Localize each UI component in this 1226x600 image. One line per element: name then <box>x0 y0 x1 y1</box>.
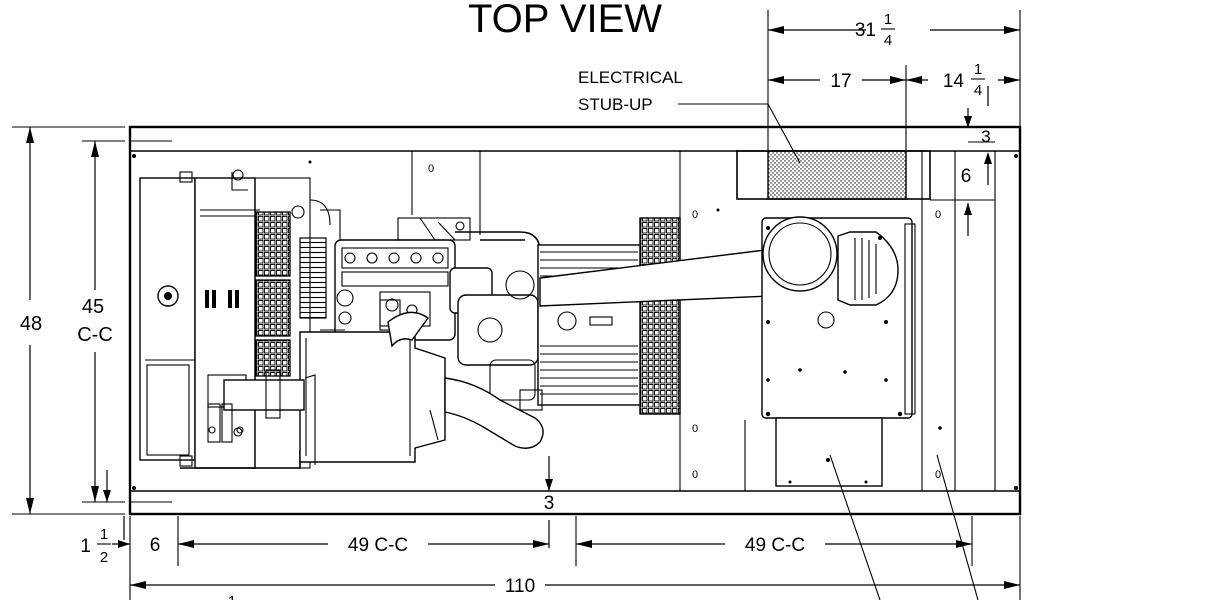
dim-cc-right: 49 C-C <box>745 535 805 556</box>
left-dimensions: 48 45 C-C <box>12 126 125 515</box>
top-dimensions: 31 1 4 17 14 1 4 <box>767 10 1021 150</box>
svg-text:0: 0 <box>692 423 698 435</box>
dim-base-offset-den: 2 <box>100 549 108 566</box>
engine-grilles <box>255 211 327 377</box>
dim-top-right-num: 1 <box>974 61 982 78</box>
muffler <box>207 311 544 465</box>
dim-top-overall-num: 1 <box>884 11 892 28</box>
dim-height-cc: 45 <box>82 296 104 318</box>
svg-text:0: 0 <box>692 209 698 221</box>
dim-height-overall: 48 <box>20 313 42 335</box>
dim-bottom-partial: 1 <box>228 593 236 600</box>
dim-height-cc-suffix: C-C <box>77 324 113 346</box>
dim-base-offset-num: 1 <box>100 526 108 543</box>
dim-top-left: 17 <box>830 71 851 92</box>
dim-top-right-den: 4 <box>974 82 982 99</box>
svg-text:0: 0 <box>935 209 941 221</box>
dim-top-overall: 31 <box>855 20 876 41</box>
dim-base-offset: 1 <box>80 536 91 557</box>
dim-top-overall-den: 4 <box>884 32 892 49</box>
electrical-label-line2: STUB-UP <box>578 95 653 114</box>
generator <box>519 217 771 415</box>
bottom-dimensions: 3 1 1 2 6 49 C-C 49 C-C 110 <box>80 456 1021 600</box>
dim-right-offset: 6 <box>961 166 972 187</box>
dim-bottom-offset: 3 <box>544 493 555 514</box>
dim-left-offset: 6 <box>150 535 161 556</box>
drawing-title: TOP VIEW <box>468 0 662 41</box>
right-dimensions: 3 6 <box>961 86 995 236</box>
electrical-label-line1: ELECTRICAL <box>578 68 683 87</box>
dim-cc-left: 49 C-C <box>348 535 408 556</box>
svg-text:0: 0 <box>428 163 434 175</box>
control-box <box>761 216 916 487</box>
svg-text:0: 0 <box>935 469 941 481</box>
electrical-stub-up <box>736 150 931 200</box>
dim-overall-length: 110 <box>505 576 535 597</box>
dim-top-right: 14 <box>943 71 965 92</box>
electrical-stub-up-callout: ELECTRICAL STUB-UP <box>578 68 801 164</box>
svg-text:0: 0 <box>692 469 698 481</box>
dim-right-small: 3 <box>981 127 990 146</box>
